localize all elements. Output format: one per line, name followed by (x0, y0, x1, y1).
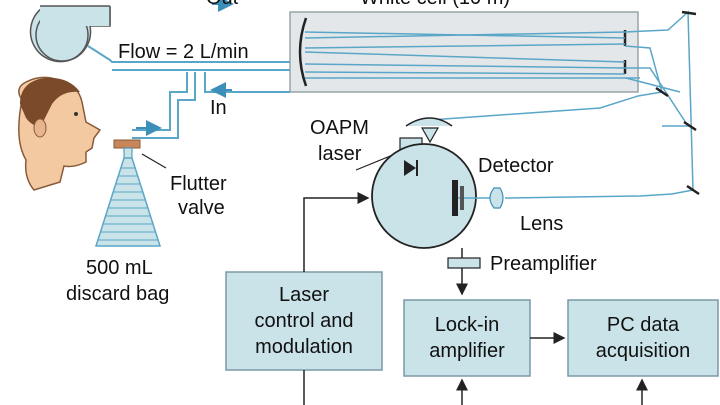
white-cell-label: White cell (10 m) (360, 0, 510, 10)
fold-mirror-top (681, 10, 697, 16)
fold-mirror-lower (683, 120, 697, 132)
lockin-text: Lock-in amplifier (404, 312, 530, 364)
flutter-valve-label-2: valve (178, 197, 225, 219)
preamplifier-box (447, 257, 481, 269)
laser-control-text: Laser control and modulation (226, 282, 382, 360)
pc-text: PC data acquisition (568, 312, 718, 364)
lens-label: Lens (520, 213, 564, 235)
cell-beams (304, 31, 640, 79)
detector-label: Detector (478, 155, 554, 177)
person-head-icon (18, 76, 102, 191)
flow-label: Flow = 2 L/min (118, 41, 249, 63)
cell-mirror-left (298, 17, 308, 87)
fold-mirror-bottom (686, 184, 700, 196)
fold-mirrors (655, 10, 700, 196)
flutter-valve-label-1: Flutter (170, 173, 227, 195)
pump-icon (29, 5, 111, 63)
discard-bag (94, 139, 162, 247)
laser-control-line-2: control and (254, 310, 354, 332)
pc-line-1: PC data (606, 314, 680, 336)
lens-icon (489, 187, 504, 209)
discard-bag-label-1: 500 mL (86, 257, 153, 279)
detector-element (452, 180, 464, 216)
laser-control-line-1: Laser (278, 284, 330, 306)
white-cell (289, 11, 640, 93)
preamplifier-label: Preamplifier (490, 253, 597, 275)
in-label: In (210, 97, 227, 119)
oapm-label: OAPM (310, 117, 369, 139)
discard-bag-label-2: discard bag (66, 283, 170, 305)
laser-label: laser (318, 143, 362, 165)
oapm-mirror (405, 117, 453, 144)
tubing (87, 45, 290, 139)
laser-control-box (225, 271, 383, 371)
pc-box (567, 299, 719, 377)
lockin-line-1: Lock-in (434, 314, 500, 336)
laser-housing (371, 137, 492, 249)
out-label: Out (206, 0, 238, 10)
flow-arrows (136, 0, 234, 136)
lockin-line-2: amplifier (429, 340, 505, 362)
flutter-valve-leader (141, 153, 167, 169)
laser-control-line-3: modulation (255, 336, 353, 358)
control-to-laser (303, 192, 370, 272)
pc-line-2: acquisition (595, 340, 691, 362)
fold-mirror-mid (655, 86, 669, 98)
laser-diode-icon (404, 160, 418, 176)
